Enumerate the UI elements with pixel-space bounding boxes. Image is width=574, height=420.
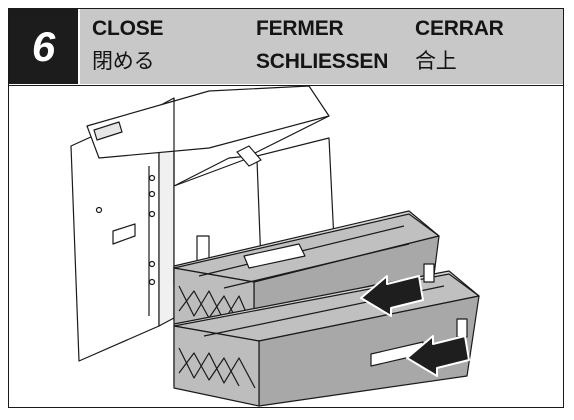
step-header: 6 CLOSE FERMER CERRAR 閉める SCHLIESSEN 合上 [9,9,563,86]
label-chinese: 合上 [415,49,457,73]
printer-drawing [70,85,480,407]
label-french: FERMER [256,17,344,40]
arrow-icon-lower-tray [406,335,470,377]
label-spanish: CERRAR [415,17,504,40]
label-japanese: 閉める [92,49,155,73]
step-label-band: CLOSE FERMER CERRAR 閉める SCHLIESSEN 合上 [80,9,563,84]
label-german: SCHLIESSEN [256,50,389,73]
arrow-icon-upper-tray [360,275,424,317]
printer-illustration [9,85,563,407]
instruction-panel: 6 CLOSE FERMER CERRAR 閉める SCHLIESSEN 合上 [8,8,564,408]
step-number: 6 [9,9,78,84]
label-english: CLOSE [92,17,164,40]
